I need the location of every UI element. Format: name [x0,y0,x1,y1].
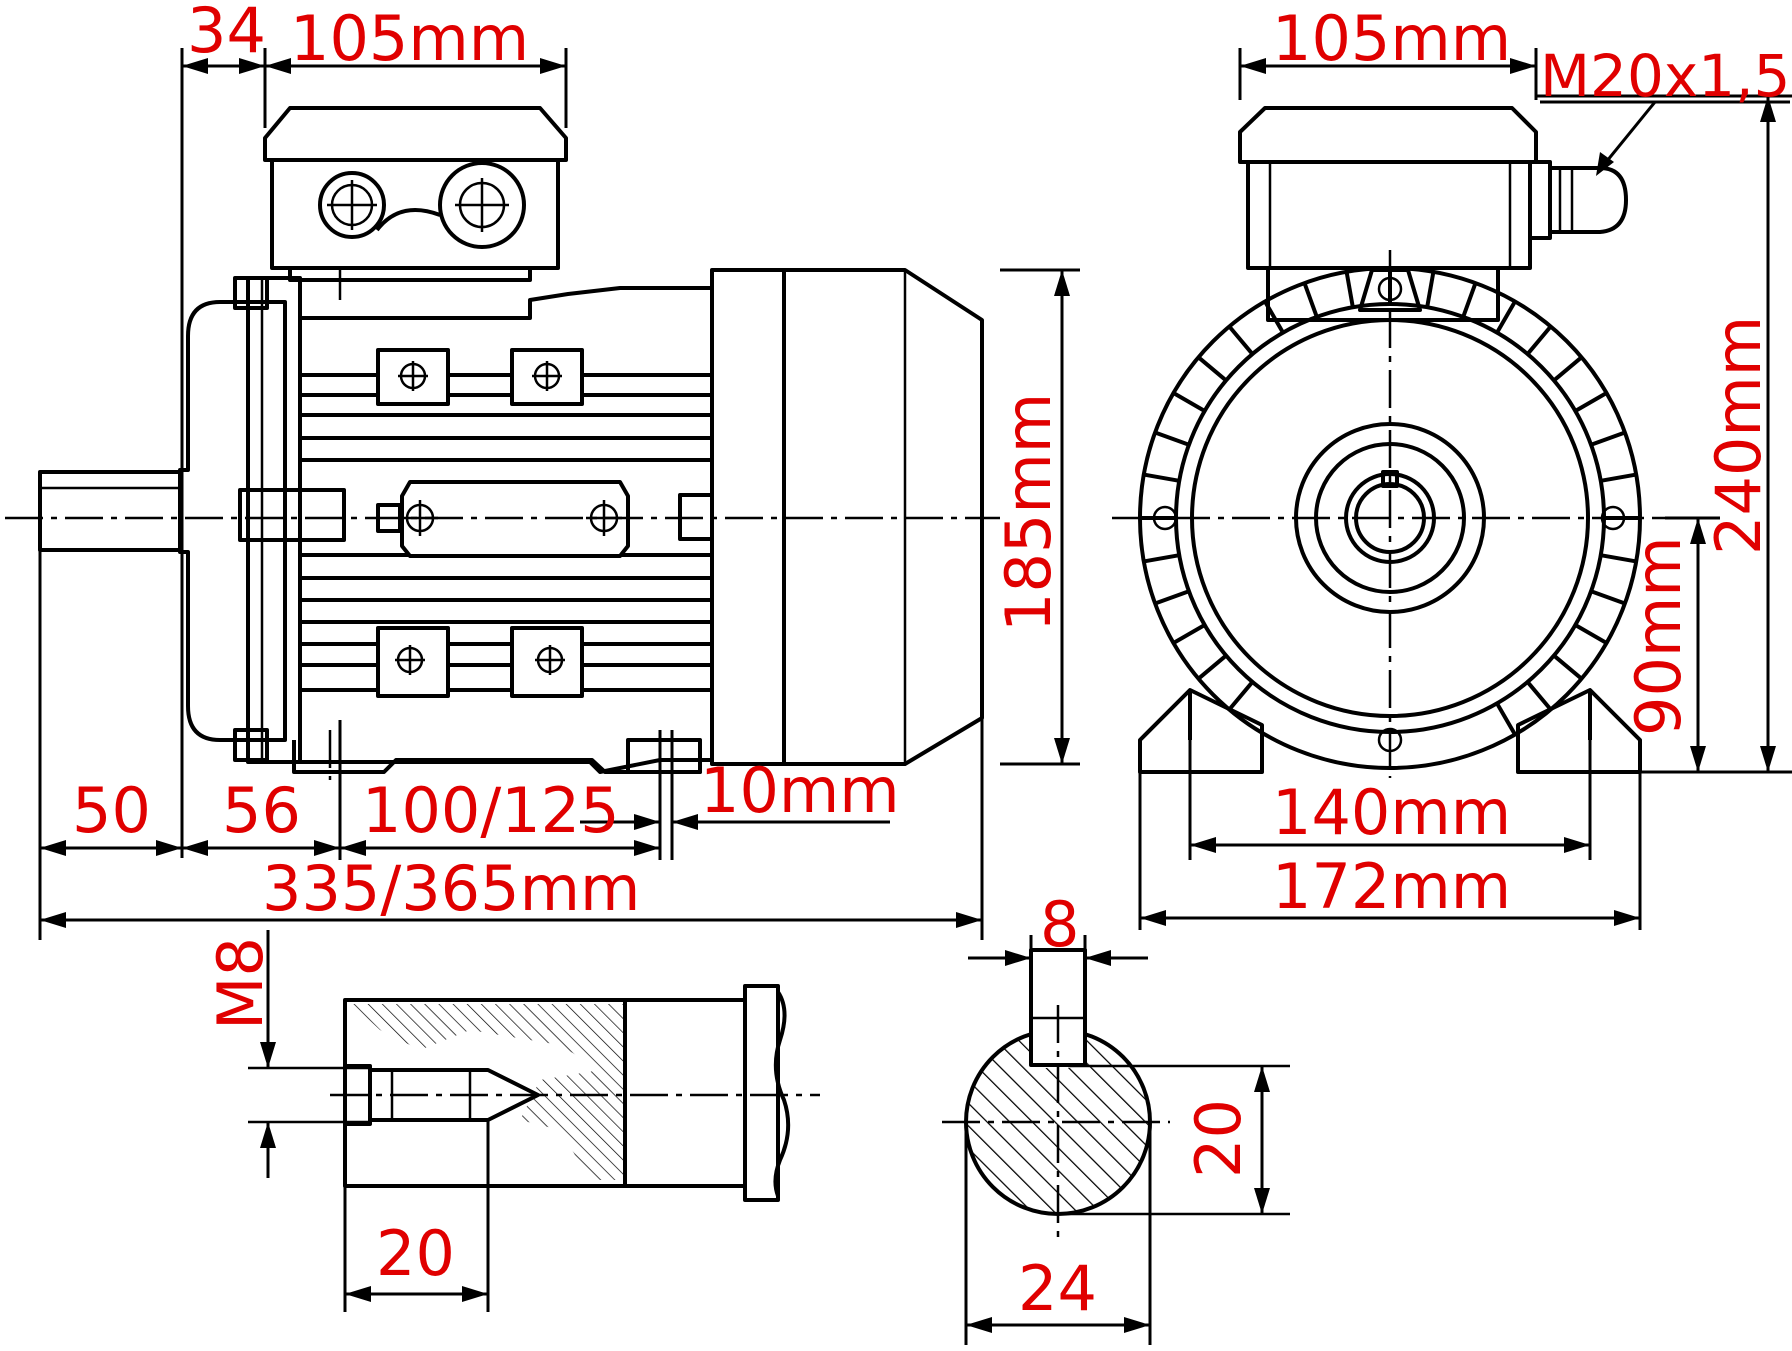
side-view [5,106,1000,780]
front-rib [1172,391,1206,413]
top-lugs [376,348,584,406]
label-m8: M8 [204,937,277,1030]
front-rib [1590,430,1626,447]
front-rib [1600,553,1637,564]
side-terminal-box [263,106,568,282]
label-34: 34 [187,0,266,67]
label-8: 8 [1040,888,1079,961]
front-rib [1495,300,1517,334]
end-shield [178,300,287,742]
label-105-front: 105mm [1272,2,1511,75]
front-rib [1574,391,1608,413]
front-rib [1495,702,1517,736]
front-rib [1344,271,1355,308]
label-100-125: 100/125 [362,774,620,847]
front-rib [1461,282,1478,318]
label-50: 50 [72,774,151,847]
front-rib [1526,325,1553,356]
label-56: 56 [222,774,301,847]
front-rib [1154,430,1190,447]
label-140mm: 140mm [1272,776,1511,849]
end-shield-bolts [233,276,346,762]
label-240mm: 240mm [1702,316,1775,555]
front-view [1112,106,1665,778]
front-rib [1197,654,1228,681]
side-shaft [38,470,182,552]
front-rib [1172,623,1206,645]
label-335-365: 335/365mm [262,852,640,925]
label-172mm: 172mm [1272,850,1511,923]
front-rib [1154,589,1190,606]
front-rib [1590,589,1626,606]
bottom-lugs [376,626,584,698]
front-bolts [1152,268,1626,753]
front-rib [1263,300,1285,334]
label-90mm: 90mm [1622,536,1695,736]
front-rib [1143,472,1180,483]
shaft-hatched-area [352,1004,625,1180]
shaft-detail [248,984,820,1202]
front-rib [1227,325,1254,356]
label-20-thread: 20 [376,1217,455,1290]
front-rib [1552,355,1583,382]
front-rib [1552,654,1583,681]
dimension-lines [38,48,1792,1345]
cooling-ribs [300,373,712,692]
front-rib [1143,553,1180,564]
label-cable-gland: M20x1,5 [1540,42,1790,110]
label-20-key: 20 [1182,1099,1255,1178]
front-rib [1227,680,1254,711]
front-rib [1600,472,1637,483]
label-185mm: 185mm [992,393,1065,632]
front-terminal-box [1238,106,1628,270]
label-10mm: 10mm [700,754,900,827]
front-rib [1574,623,1608,645]
front-feet [1138,688,1264,774]
front-rib [1197,355,1228,382]
front-rib [1425,271,1436,308]
front-rib [1302,282,1319,318]
front-rib [1526,680,1553,711]
shaft-section [942,948,1290,1240]
side-feet [292,740,702,774]
label-24: 24 [1018,1252,1097,1325]
label-105-side: 105mm [290,2,529,75]
dimension-labels: 34 105mm 105mm M20x1,5 240mm 185mm 90mm … [72,0,1790,1325]
